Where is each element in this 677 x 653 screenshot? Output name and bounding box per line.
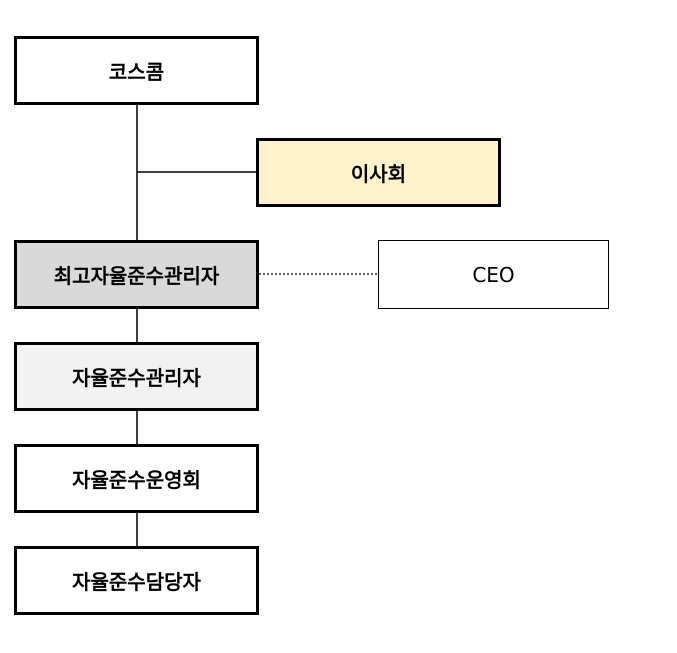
node-compliance-officer: 자율준수담당자 — [14, 546, 259, 615]
node-board-of-directors: 이사회 — [256, 138, 501, 207]
node-compliance-manager: 자율준수관리자 — [14, 342, 259, 411]
node-compliance-committee: 자율준수운영회 — [14, 444, 259, 513]
node-committee-label: 자율준수운영회 — [72, 468, 201, 492]
node-cco-label: 자율준수관리자 — [72, 366, 201, 390]
node-officer-label: 자율준수담당자 — [72, 570, 201, 594]
node-top-cco-label: 최고자율준수관리자 — [53, 264, 220, 288]
node-chief-compliance-officer: 최고자율준수관리자 — [14, 240, 259, 309]
node-ceo: CEO — [378, 240, 609, 309]
node-koscom-label: 코스콤 — [108, 60, 165, 84]
node-board-label: 이사회 — [350, 162, 407, 186]
node-ceo-label: CEO — [472, 262, 515, 287]
node-koscom: 코스콤 — [14, 36, 259, 105]
